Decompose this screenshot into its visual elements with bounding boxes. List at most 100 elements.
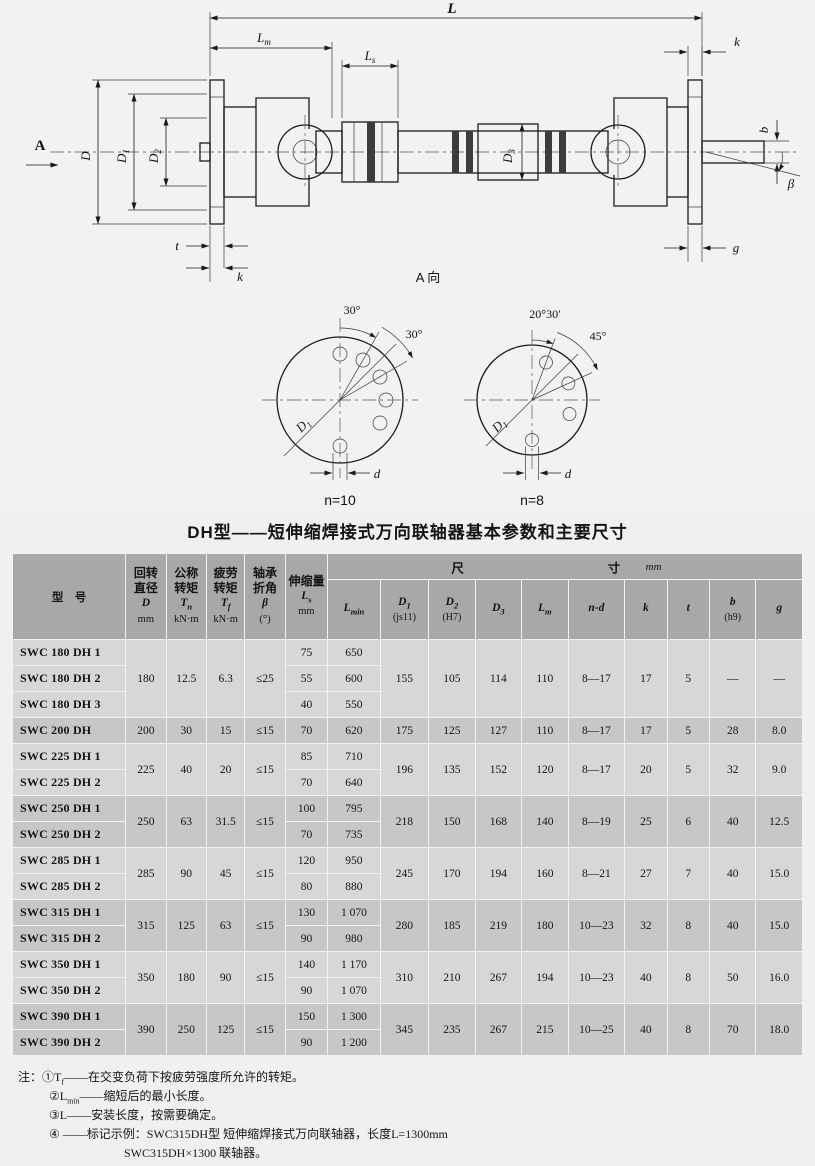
value-cell: 135: [428, 743, 476, 796]
model-cell: SWC 225 DH 1: [11, 743, 127, 770]
shaft-tube: [397, 130, 609, 174]
value-cell: 194: [474, 847, 523, 900]
col-header-lmin: Lmin: [327, 579, 381, 640]
dimension-D2: D2: [146, 117, 207, 187]
value-cell: 185: [428, 899, 476, 952]
value-cell: 63: [165, 795, 207, 848]
flange-view-n10: 30° 30° D1 d n=10: [262, 303, 423, 508]
model-cell: SWC 350 DH 1: [11, 951, 127, 978]
technical-drawing: L Lm Ls k: [0, 0, 815, 512]
value-cell: 125: [205, 1003, 246, 1056]
value-cell: ≤15: [244, 795, 286, 848]
value-cell: 28: [708, 717, 757, 744]
value-cell: 8—17: [567, 743, 626, 796]
spec-table-head: 型 号 回转 直径 D mm 公称 转矩 Tn kN·m 疲劳 转矩 Tf: [11, 553, 803, 640]
value-cell: 31.5: [205, 795, 246, 848]
label-angle-45: 45°: [590, 329, 607, 343]
value-cell: 17: [624, 639, 668, 718]
value-cell: 8: [666, 951, 710, 1004]
caption-n8: n=8: [520, 492, 544, 508]
value-cell: 50: [708, 951, 757, 1004]
dimension-Lm: Lm: [209, 30, 333, 118]
value-cell: 90: [205, 951, 246, 1004]
value-cell: 40: [708, 795, 757, 848]
col-header-d3: D3: [474, 579, 523, 640]
dimension-k-bottom: k: [186, 265, 248, 284]
value-cell: 8.0: [755, 717, 803, 744]
label-d-right: d: [565, 466, 572, 481]
col-header-bend-angle: 轴承 折角 β (°): [244, 553, 286, 640]
value-cell: 20: [205, 743, 246, 796]
col-header-d2: D2 (H7): [428, 579, 476, 640]
col-header-lm: Lm: [521, 579, 569, 640]
value-cell: 15.0: [755, 899, 803, 952]
model-cell: SWC 250 DH 1: [11, 795, 127, 822]
caption-n10: n=10: [324, 492, 356, 508]
value-cell: 160: [521, 847, 569, 900]
label-D2: D2: [146, 149, 163, 164]
label-pcd-D1-left: D1: [292, 415, 315, 438]
value-cell: ≤15: [244, 951, 286, 1004]
view-direction-A: A: [26, 138, 59, 168]
value-cell: 110: [521, 639, 569, 718]
value-cell: 130: [284, 899, 329, 926]
label-k-bottom: k: [237, 269, 243, 284]
label-angle-30b: 30°: [406, 327, 423, 341]
value-cell: 70: [284, 717, 329, 744]
value-cell: 125: [165, 899, 207, 952]
note-item: ④ ——标记示例：SWC315DH型 短伸缩焊接式万向联轴器，长度L=1300m…: [49, 1126, 448, 1141]
value-cell: 5: [666, 717, 710, 744]
value-cell: 32: [624, 899, 668, 952]
value-cell: 245: [379, 847, 430, 900]
page-title: DH型——短伸缩焊接式万向联轴器基本参数和主要尺寸: [187, 523, 628, 542]
value-cell: 345: [379, 1003, 430, 1056]
note-item: SWC315DH×1300 联轴器。: [124, 1145, 268, 1160]
value-cell: ≤25: [244, 639, 286, 718]
label-k-top: k: [734, 34, 740, 49]
col-header-extension: 伸缩量 Ls mm: [284, 553, 329, 640]
value-cell: 40: [708, 899, 757, 952]
value-cell: ≤15: [244, 847, 286, 900]
value-cell: 150: [284, 1003, 329, 1030]
tube-mid-section: [477, 123, 539, 181]
model-cell: SWC 390 DH 1: [11, 1003, 127, 1030]
notes-section: 注：①Tf——在交变负荷下按疲劳强度所允许的转矩。 ②Lmin——缩短后的最小长…: [18, 1069, 815, 1164]
col-header-model: 型 号: [11, 553, 127, 640]
value-cell: 70: [284, 769, 329, 796]
label-L: L: [446, 1, 456, 17]
value-cell: 40: [165, 743, 207, 796]
note-item: ②Lmin——缩短后的最小长度。: [49, 1088, 212, 1106]
label-Ls: Ls: [364, 48, 376, 65]
value-cell: 194: [521, 951, 569, 1004]
value-cell: 40: [284, 691, 329, 718]
value-cell: 390: [125, 1003, 167, 1056]
left-flange-spigot: [199, 142, 211, 162]
value-cell: 32: [708, 743, 757, 796]
value-cell: 150: [428, 795, 476, 848]
value-cell: 180: [165, 951, 207, 1004]
model-cell: SWC 180 DH 3: [11, 691, 127, 718]
value-cell: 8: [666, 899, 710, 952]
value-cell: 5: [666, 743, 710, 796]
value-cell: ≤15: [244, 1003, 286, 1056]
value-cell: 235: [428, 1003, 476, 1056]
label-b: b: [756, 126, 771, 133]
value-cell: 9.0: [755, 743, 803, 796]
value-cell: 8—21: [567, 847, 626, 900]
value-cell: 20: [624, 743, 668, 796]
col-header-nd: n-d: [567, 579, 626, 640]
value-cell: 40: [624, 1003, 668, 1056]
col-group-dimensions: 尺 寸 mm: [327, 553, 803, 580]
value-cell: 218: [379, 795, 430, 848]
spec-table: 型 号 回转 直径 D mm 公称 转矩 Tn kN·m 疲劳 转矩 Tf: [11, 553, 803, 1056]
value-cell: 210: [428, 951, 476, 1004]
model-cell: SWC 350 DH 2: [11, 977, 127, 1004]
value-cell: 267: [474, 1003, 523, 1056]
left-yoke: [223, 106, 257, 198]
value-cell: 710: [327, 743, 381, 770]
